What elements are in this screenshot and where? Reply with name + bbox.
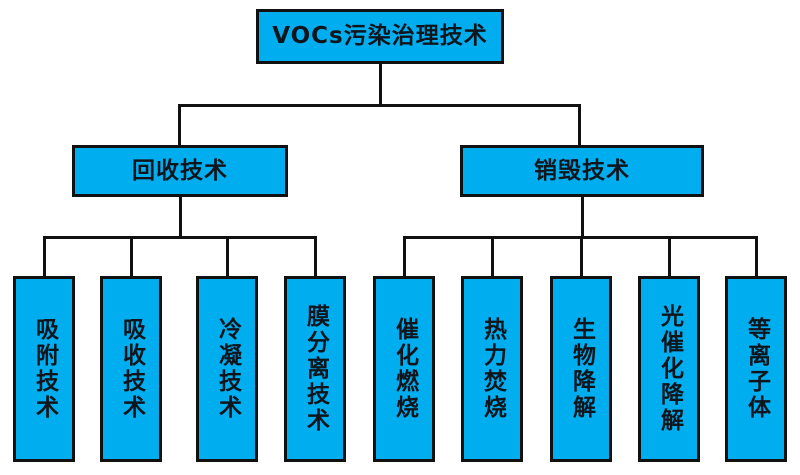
node-leaf-photocatalytic-degradation-label: 光催化降解	[656, 304, 683, 434]
connector-drop-condensation	[226, 236, 229, 276]
node-root-label: VOCs污染治理技术	[272, 23, 488, 50]
node-leaf-photocatalytic-degradation[interactable]: 光催化降解	[638, 276, 700, 462]
node-root-vocs-treatment[interactable]: VOCs污染治理技术	[256, 9, 504, 64]
node-leaf-thermal-incineration[interactable]: 热力焚烧	[461, 276, 523, 462]
connector-drop-recovery	[178, 104, 181, 146]
node-destruction-label: 销毁技术	[534, 157, 630, 184]
connector-destruction-stem	[580, 197, 584, 237]
node-leaf-biodegradation[interactable]: 生物降解	[550, 276, 612, 462]
connector-drop-biodegradation	[580, 236, 583, 276]
connector-drop-absorption	[130, 236, 133, 276]
connector-drop-catalytic-combustion	[403, 236, 406, 276]
connector-drop-adsorption	[43, 236, 46, 276]
node-destruction-technology[interactable]: 销毁技术	[460, 145, 704, 197]
node-recovery-technology[interactable]: 回收技术	[72, 145, 288, 197]
connector-drop-plasma	[755, 236, 758, 276]
connector-drop-membrane	[314, 236, 317, 276]
node-leaf-plasma-label: 等离子体	[743, 317, 770, 421]
node-leaf-adsorption[interactable]: 吸附技术	[13, 276, 75, 462]
node-leaf-catalytic-combustion-label: 催化燃烧	[391, 317, 418, 421]
node-leaf-absorption-label: 吸收技术	[118, 317, 145, 421]
node-leaf-plasma[interactable]: 等离子体	[725, 276, 787, 462]
node-leaf-biodegradation-label: 生物降解	[568, 317, 595, 421]
node-leaf-membrane-separation-label: 膜分离技术	[302, 304, 329, 434]
node-leaf-absorption[interactable]: 吸收技术	[100, 276, 162, 462]
node-leaf-catalytic-combustion[interactable]: 催化燃烧	[373, 276, 435, 462]
node-leaf-thermal-incineration-label: 热力焚烧	[479, 317, 506, 421]
connector-drop-thermal-incineration	[491, 236, 494, 276]
node-leaf-condensation-label: 冷凝技术	[214, 317, 241, 421]
node-recovery-label: 回收技术	[132, 157, 228, 184]
connector-drop-destruction	[578, 104, 581, 146]
node-leaf-condensation[interactable]: 冷凝技术	[196, 276, 258, 462]
node-leaf-membrane-separation[interactable]: 膜分离技术	[284, 276, 346, 462]
connector-level1-bus	[178, 104, 581, 107]
connector-recovery-bus	[43, 236, 317, 239]
connector-recovery-stem	[178, 197, 182, 237]
connector-drop-photocatalytic	[668, 236, 671, 276]
connector-root-stem	[378, 64, 382, 105]
node-leaf-adsorption-label: 吸附技术	[31, 317, 58, 421]
